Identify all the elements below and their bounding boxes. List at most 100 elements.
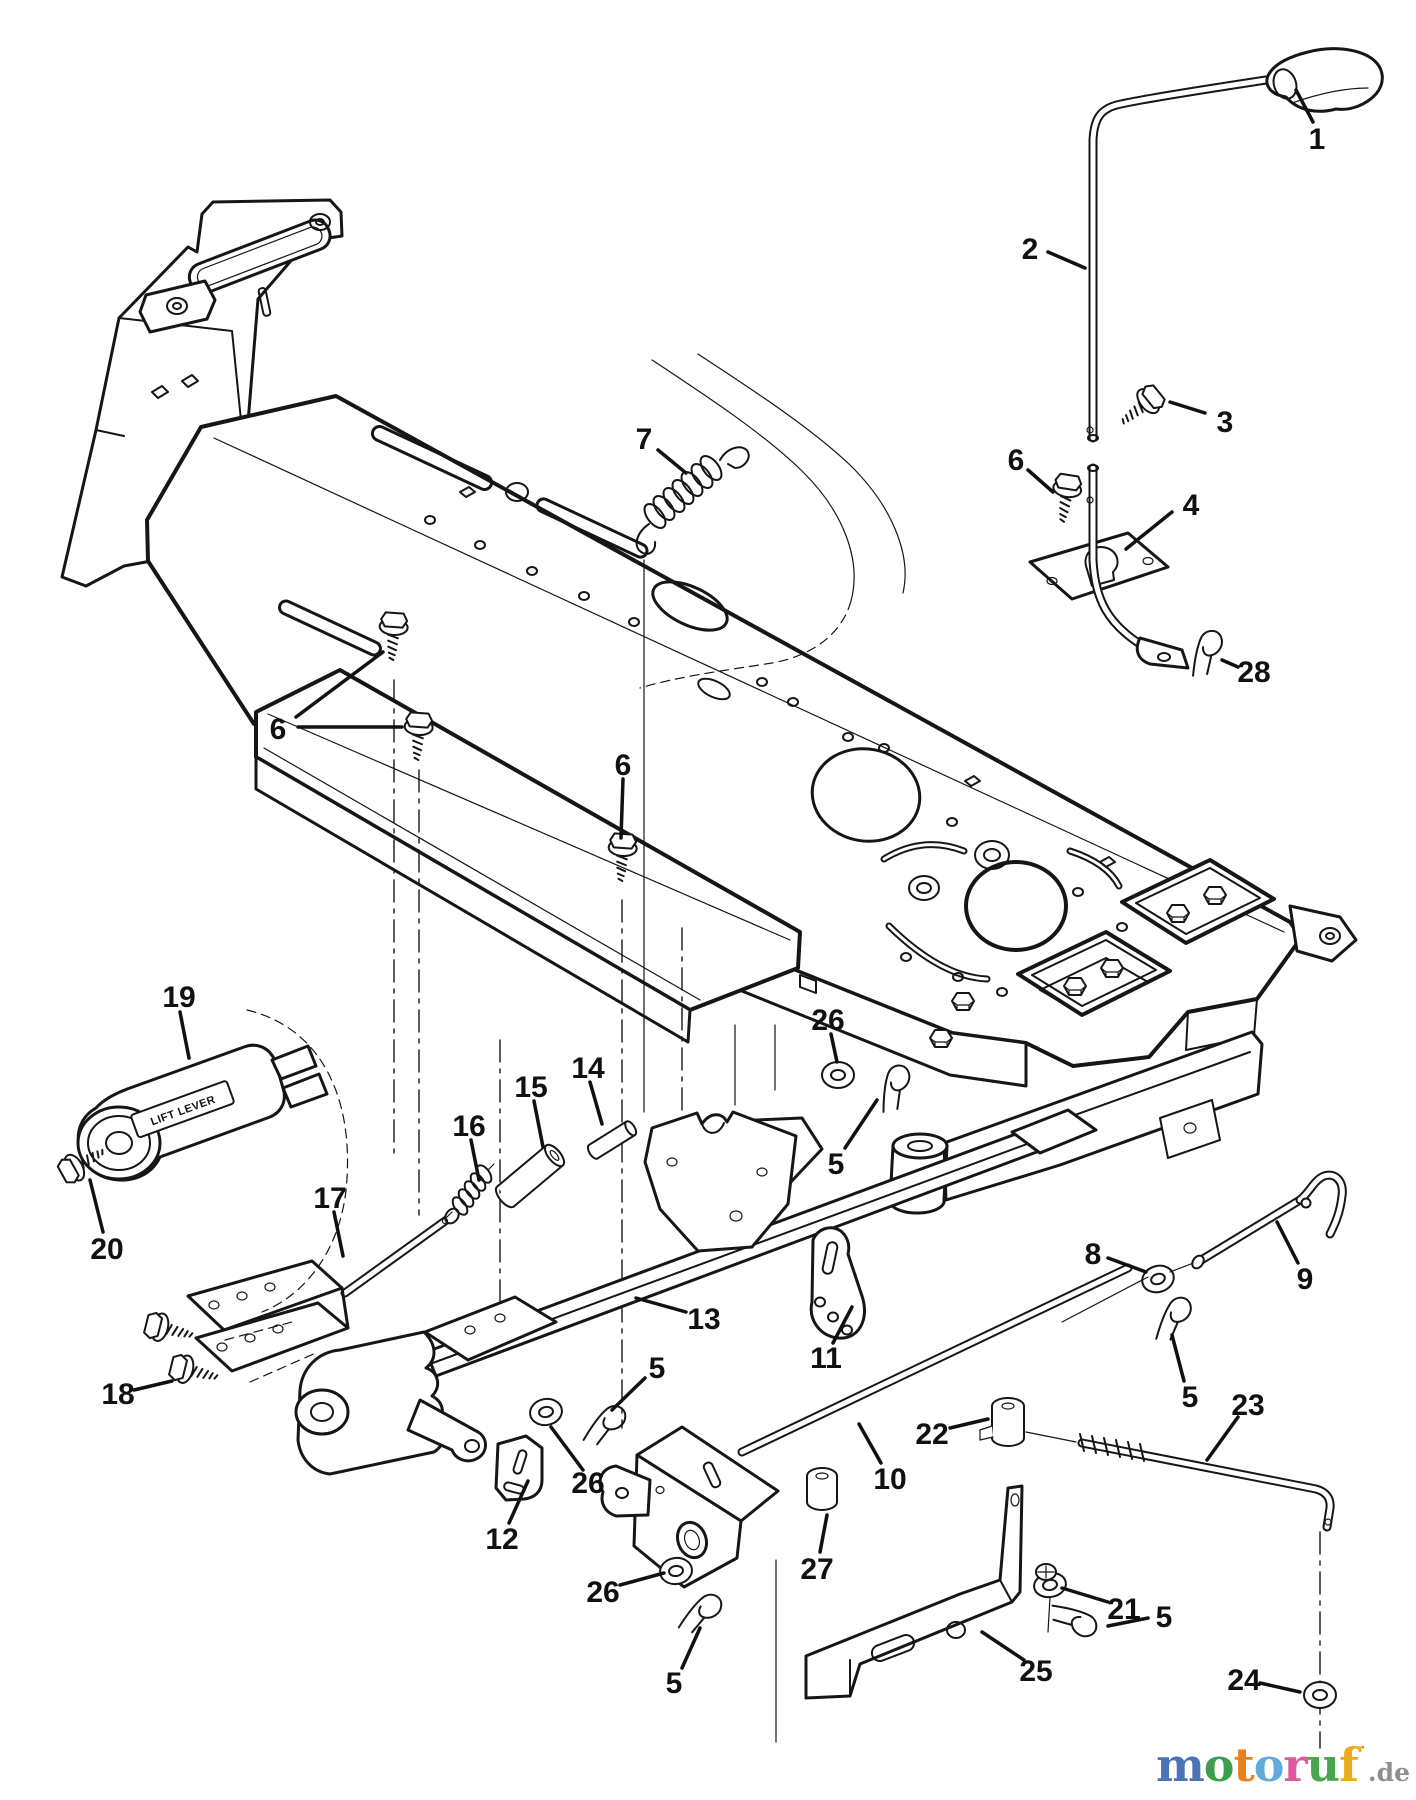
callout-leader-12 — [507, 1479, 530, 1525]
callout-number-11-16: 11 — [810, 1342, 842, 1375]
spring-part7 — [635, 446, 750, 555]
callout-leader-6 — [619, 777, 625, 840]
callout-number-26-31: 26 — [811, 1004, 844, 1037]
callout-number-4-3: 4 — [1183, 489, 1200, 522]
callout-leader-16 — [469, 1138, 481, 1182]
logo-letter: f — [1339, 1738, 1359, 1792]
lift-shaft-part17 — [186, 1207, 460, 1373]
callout-number-15-20: 15 — [514, 1071, 547, 1104]
callout-leader-27 — [818, 1513, 829, 1554]
callout-leader-4 — [1124, 510, 1174, 551]
rear-hanger-bracket — [598, 1425, 780, 1589]
logo-letter: t — [1233, 1738, 1254, 1792]
hanger-bar-part13 — [423, 1108, 1098, 1378]
callout-number-18-23: 18 — [101, 1378, 134, 1411]
link-plate-part11 — [809, 1226, 866, 1340]
callout-leader-21 — [1060, 1586, 1110, 1604]
footboard-plate — [254, 668, 802, 1044]
callout-number-12-17: 12 — [485, 1523, 518, 1556]
callout-number-6-11: 6 — [615, 749, 632, 782]
callout-number-5-8: 5 — [1156, 1601, 1173, 1634]
callout-number-13-18: 13 — [687, 1303, 720, 1336]
callout-leader-8 — [1106, 1256, 1148, 1274]
callout-number-14-19: 14 — [571, 1052, 605, 1085]
callout-leader-5 — [680, 1626, 702, 1670]
sector-quadrant — [294, 1330, 487, 1476]
callout-number-8-13: 8 — [1085, 1238, 1102, 1271]
logo-letter: ˙ — [1357, 1742, 1368, 1766]
callout-leader-28 — [1220, 658, 1240, 669]
hairpin-part28 — [1182, 627, 1231, 679]
callout-number-25-30: 25 — [1019, 1655, 1052, 1688]
callout-number-7-12: 7 — [636, 423, 653, 456]
callout-leader-25 — [980, 1630, 1026, 1662]
callout-number-22-27: 22 — [915, 1418, 948, 1451]
callout-leader-6 — [1026, 468, 1055, 494]
callout-number-5-5: 5 — [649, 1352, 666, 1385]
callout-leader-26 — [549, 1425, 585, 1472]
logo-letter: u — [1306, 1738, 1340, 1792]
callout-leader-20 — [88, 1178, 105, 1234]
callout-leader-13 — [634, 1296, 688, 1314]
callout-leader-5 — [1106, 1616, 1150, 1628]
callout-leader-5 — [843, 1098, 879, 1150]
callout-leader-23 — [1205, 1415, 1240, 1462]
callout-leader-26 — [618, 1571, 666, 1587]
callout-leader-15 — [532, 1099, 545, 1149]
callout-number-23-28: 23 — [1231, 1389, 1264, 1422]
callout-leader-22 — [948, 1417, 990, 1430]
callout-leader-10 — [857, 1422, 883, 1465]
bolts-part18 — [141, 1309, 319, 1392]
callout-number-27-34: 27 — [800, 1553, 833, 1586]
callout-leader-5 — [1170, 1333, 1186, 1383]
screw-part6-top — [1047, 471, 1085, 525]
callout-leader-7 — [656, 448, 688, 475]
callout-number-20-25: 20 — [90, 1233, 123, 1266]
callout-number-2-1: 2 — [1022, 233, 1039, 266]
logo-domain-suffix: .de — [1367, 1758, 1410, 1787]
screw-part21 — [1033, 1563, 1067, 1633]
callout-number-26-33: 26 — [586, 1576, 619, 1609]
bushing-part22 — [979, 1397, 1025, 1447]
callout-number-10-15: 10 — [873, 1463, 906, 1496]
callout-number-1-0: 1 — [1309, 123, 1326, 156]
callout-leader-3 — [1168, 400, 1207, 415]
side-contour-lines — [639, 353, 906, 689]
chassis-back-panel — [60, 198, 344, 588]
callout-leader-26 — [829, 1032, 839, 1064]
callout-number-28-35: 28 — [1237, 656, 1270, 689]
callout-leader-5 — [610, 1376, 647, 1412]
callout-number-5-6: 5 — [666, 1667, 683, 1700]
callout-number-6-9: 6 — [1008, 444, 1025, 477]
construction-line — [1025, 1431, 1077, 1443]
callout-leader-2 — [1046, 250, 1087, 270]
callout-number-24-29: 24 — [1227, 1664, 1261, 1697]
callout-number-5-7: 5 — [1182, 1381, 1199, 1414]
callout-number-17-22: 17 — [313, 1182, 346, 1215]
callout-leader-24 — [1258, 1681, 1302, 1694]
callout-leader-11 — [831, 1305, 854, 1345]
hairpin-part5-lower-right — [1049, 1596, 1100, 1644]
washer-part26-mid — [526, 1395, 566, 1429]
spacer-part15 — [494, 1143, 566, 1209]
callout-leader-9 — [1275, 1220, 1300, 1265]
callout-leader-19 — [178, 1010, 191, 1060]
callout-number-6-10: 6 — [270, 713, 287, 746]
callout-number-21-26: 21 — [1107, 1593, 1140, 1626]
callout-number-16-21: 16 — [452, 1110, 485, 1143]
callout-leader-1 — [1294, 88, 1315, 124]
motoruf-logo[interactable]: motoruf˙.de — [1130, 1742, 1410, 1788]
lift-rod-part2 — [1028, 75, 1271, 670]
callout-layer: 1234555556667891011121314151617181920212… — [88, 88, 1326, 1700]
hairpin-part5-mid — [582, 1400, 628, 1450]
callout-number-26-32: 26 — [571, 1467, 604, 1500]
callout-number-9-14: 9 — [1297, 1263, 1314, 1296]
callout-leader-6 — [294, 650, 385, 719]
hairpin-part5-top — [869, 1061, 921, 1115]
construction-lines — [393, 559, 1321, 1749]
washer-part26-top — [821, 1061, 855, 1089]
logo-letter: m — [1156, 1738, 1205, 1792]
stabilizer-bracket-part25 — [804, 1484, 1024, 1700]
